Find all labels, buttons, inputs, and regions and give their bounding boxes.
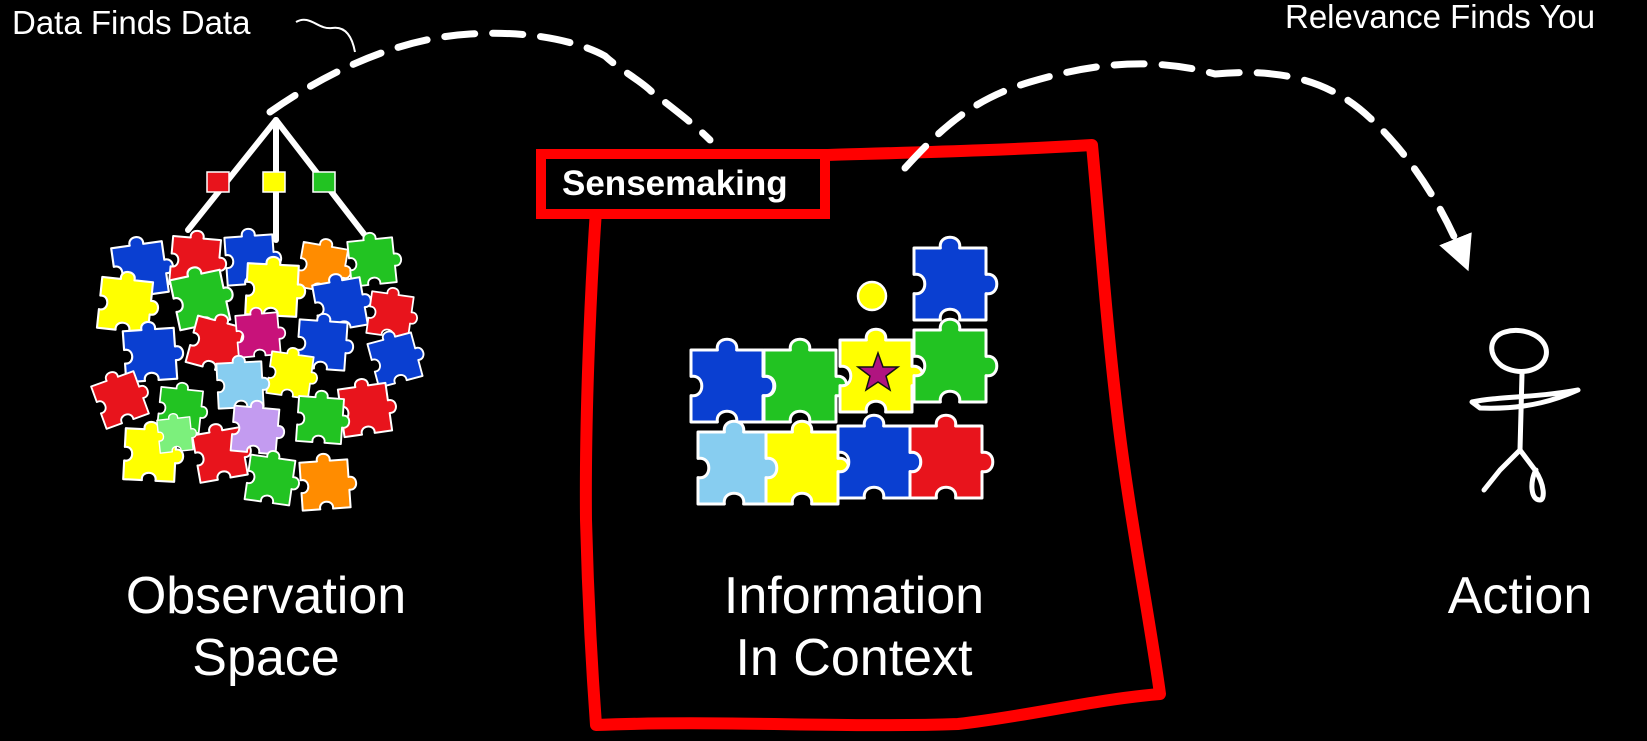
observation-space-label: Observation Space bbox=[106, 565, 426, 690]
yellow-node-square bbox=[262, 171, 286, 193]
data-finds-data-pointer bbox=[295, 18, 356, 53]
relevance-finds-you-arrow bbox=[901, 60, 1472, 272]
relevance-finds-you-label: Relevance Finds You bbox=[1285, 0, 1596, 35]
red-node-square bbox=[206, 171, 230, 193]
data-finds-data-arrow bbox=[266, 29, 714, 144]
star-icon bbox=[855, 350, 901, 392]
information-in-context-label: Information In Context bbox=[694, 565, 1014, 690]
jigsaw-pile-icon bbox=[87, 225, 431, 512]
stick-figure-icon bbox=[1469, 328, 1581, 503]
data-finds-data-label: Data Finds Data bbox=[12, 4, 251, 41]
observation-line1: Observation bbox=[125, 567, 407, 625]
information-line1: Information bbox=[723, 567, 985, 625]
jigsaw-assembled-icon bbox=[689, 235, 999, 506]
sensemaking-frame bbox=[579, 139, 1166, 732]
information-line2: In Context bbox=[735, 629, 973, 688]
sensemaking-tag: Sensemaking bbox=[562, 164, 788, 203]
green-node-square bbox=[312, 171, 336, 193]
sensemaking-tag-box bbox=[536, 149, 830, 219]
action-label: Action bbox=[1447, 567, 1593, 625]
observation-line2: Space bbox=[192, 629, 340, 688]
